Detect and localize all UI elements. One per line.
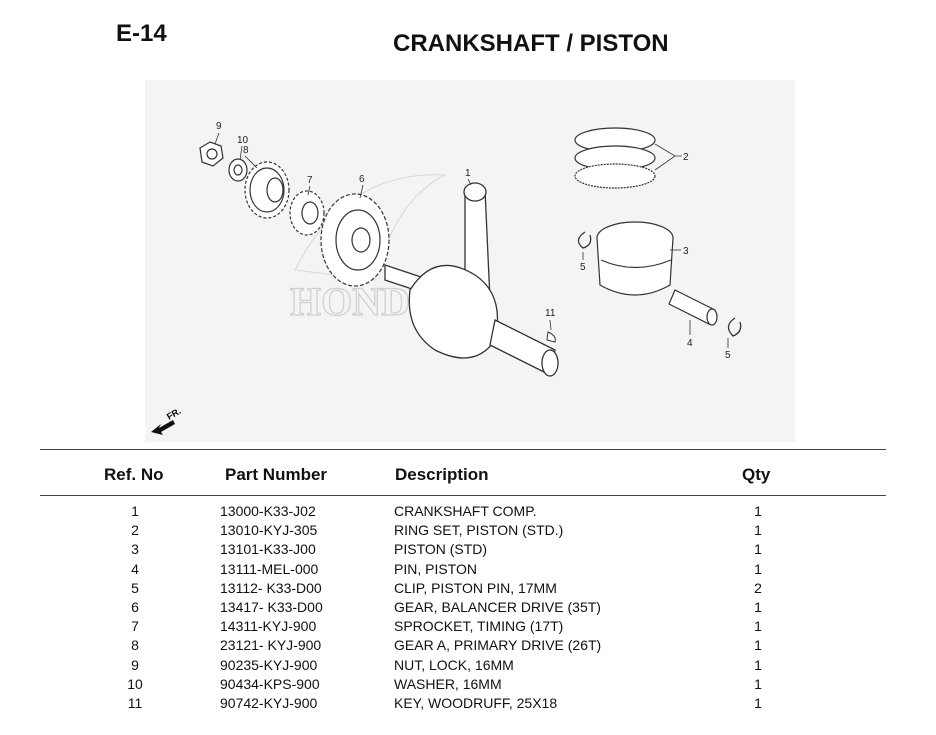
primary-drive-gear-part: [244, 161, 290, 219]
ref-no-cell: 8: [131, 637, 139, 654]
callout-2: 2: [683, 152, 689, 163]
ref-no-cell: 7: [131, 618, 139, 635]
part-number-cell: 13101-K33-J00: [220, 541, 316, 558]
part-number-cell: 90742-KYJ-900: [220, 695, 318, 711]
table-row: 4 13111-MEL-000 PIN, PISTON 1: [0, 561, 936, 580]
qty-cell: 2: [754, 579, 762, 596]
piston-pin-clip-part: [577, 231, 592, 249]
table-row: 6 13417- K33-D00 GEAR, BALANCER DRIVE (35T…: [0, 599, 936, 618]
description-cell: CLIP, PISTON PIN, 17MM: [394, 579, 557, 596]
ref-no-cell: 10: [127, 675, 143, 692]
qty-cell: 1: [754, 522, 762, 539]
header-description: Description: [395, 465, 489, 484]
balancer-drive-gear-part: [320, 193, 390, 287]
ref-no-cell: 2: [131, 522, 139, 539]
table-row: 2 13010-KYJ-305 RING SET, PISTON (STD.) 1: [0, 522, 936, 541]
description-cell: KEY, WOODRUFF, 25X18: [394, 695, 558, 711]
qty-cell: 1: [754, 503, 762, 519]
part-number-cell: 90235-KYJ-900: [220, 656, 318, 673]
callout-3: 3: [683, 246, 689, 257]
description-cell: RING SET, PISTON (STD.): [394, 522, 564, 539]
piston-pin-clip-part: [727, 317, 742, 337]
callout-1: 1: [465, 168, 471, 179]
part-number-cell: 23121- KYJ-900: [220, 637, 322, 654]
table-header-rule: [40, 495, 886, 496]
piston-pin-part: [668, 289, 718, 326]
table-row: 3 13101-K33-J00 PISTON (STD) 1: [0, 541, 936, 560]
callout-4: 4: [687, 338, 693, 349]
description-cell: CRANKSHAFT COMP.: [394, 503, 537, 519]
part-number-cell: 13010-KYJ-305: [220, 522, 318, 539]
part-number-cell: 13417- K33-D00: [220, 599, 323, 615]
callout-9: 9: [216, 121, 222, 132]
ref-no-cell: 6: [131, 599, 139, 615]
table-row: 9 90235-KYJ-900 NUT, LOCK, 16MM 1: [0, 657, 936, 676]
part-number-cell: 13111-MEL-000: [220, 560, 319, 577]
qty-cell: 1: [754, 560, 762, 577]
table-row: 5 13112- K33-D00 CLIP, PISTON PIN, 17MM 2: [0, 580, 936, 599]
header-ref-no: Ref. No: [104, 465, 164, 484]
part-number-cell: 14311-KYJ-900: [220, 618, 317, 635]
header-part-number: Part Number: [225, 465, 328, 484]
callout-10: 10: [237, 135, 249, 146]
description-cell: GEAR, BALANCER DRIVE (35T): [394, 599, 601, 615]
qty-cell: 1: [754, 695, 762, 711]
ref-no-cell: 11: [127, 695, 143, 711]
ref-no-cell: 1: [131, 503, 139, 519]
qty-cell: 1: [754, 541, 762, 558]
table-row: 7 14311-KYJ-900 SPROCKET, TIMING (17T) 1: [0, 618, 936, 637]
description-cell: PIN, PISTON: [394, 560, 477, 577]
header-qty: Qty: [742, 465, 771, 484]
qty-cell: 1: [754, 656, 762, 673]
ref-no-cell: 5: [131, 579, 139, 596]
parts-diagram: HONDA: [145, 80, 795, 442]
ref-no-cell: 3: [131, 541, 139, 558]
front-arrow-icon: FR.: [151, 406, 183, 435]
qty-cell: 1: [754, 618, 762, 635]
table-row: 11 90742-KYJ-900 KEY, WOODRUFF, 25X18 1: [0, 695, 936, 714]
table-row: 1 13000-K33-J02 CRANKSHAFT COMP. 1: [0, 503, 936, 522]
lock-nut-part: [199, 141, 224, 167]
callout-5: 5: [580, 262, 586, 273]
callout-6: 6: [359, 174, 365, 185]
table-top-rule: [40, 449, 886, 450]
timing-sprocket-part: [289, 190, 325, 236]
crankshaft-part: [384, 182, 559, 377]
piston-part: [596, 221, 674, 296]
piston-ring-set-part: [574, 127, 656, 189]
description-cell: PISTON (STD): [394, 541, 488, 558]
description-cell: NUT, LOCK, 16MM: [394, 656, 514, 673]
description-cell: SPROCKET, TIMING (17T): [394, 618, 564, 635]
qty-cell: 1: [754, 599, 762, 615]
woodruff-key-part: [546, 331, 556, 343]
part-number-cell: 13000-K33-J02: [220, 503, 316, 519]
callout-7: 7: [307, 175, 313, 186]
table-row: 8 23121- KYJ-900 GEAR A, PRIMARY DRIVE (26…: [0, 637, 936, 656]
part-number-cell: 13112- K33-D00: [220, 579, 322, 596]
callout-11: 11: [545, 308, 556, 319]
description-cell: GEAR A, PRIMARY DRIVE (26T): [394, 637, 602, 654]
table-row: 10 90434-KPS-900 WASHER, 16MM 1: [0, 676, 936, 695]
callout-8: 8: [243, 145, 249, 156]
washer-part: [228, 158, 248, 182]
part-number-cell: 90434-KPS-900: [220, 675, 320, 692]
page-code: E-14: [116, 20, 167, 47]
exploded-view-drawing: HONDA: [151, 121, 742, 435]
ref-no-cell: 9: [131, 656, 139, 673]
page-title: CRANKSHAFT / PISTON: [393, 30, 669, 57]
description-cell: WASHER, 16MM: [394, 675, 502, 692]
front-label: FR.: [165, 406, 183, 422]
qty-cell: 1: [754, 675, 762, 692]
qty-cell: 1: [754, 637, 762, 654]
callout-5b: 5: [725, 350, 731, 361]
ref-no-cell: 4: [131, 560, 139, 577]
